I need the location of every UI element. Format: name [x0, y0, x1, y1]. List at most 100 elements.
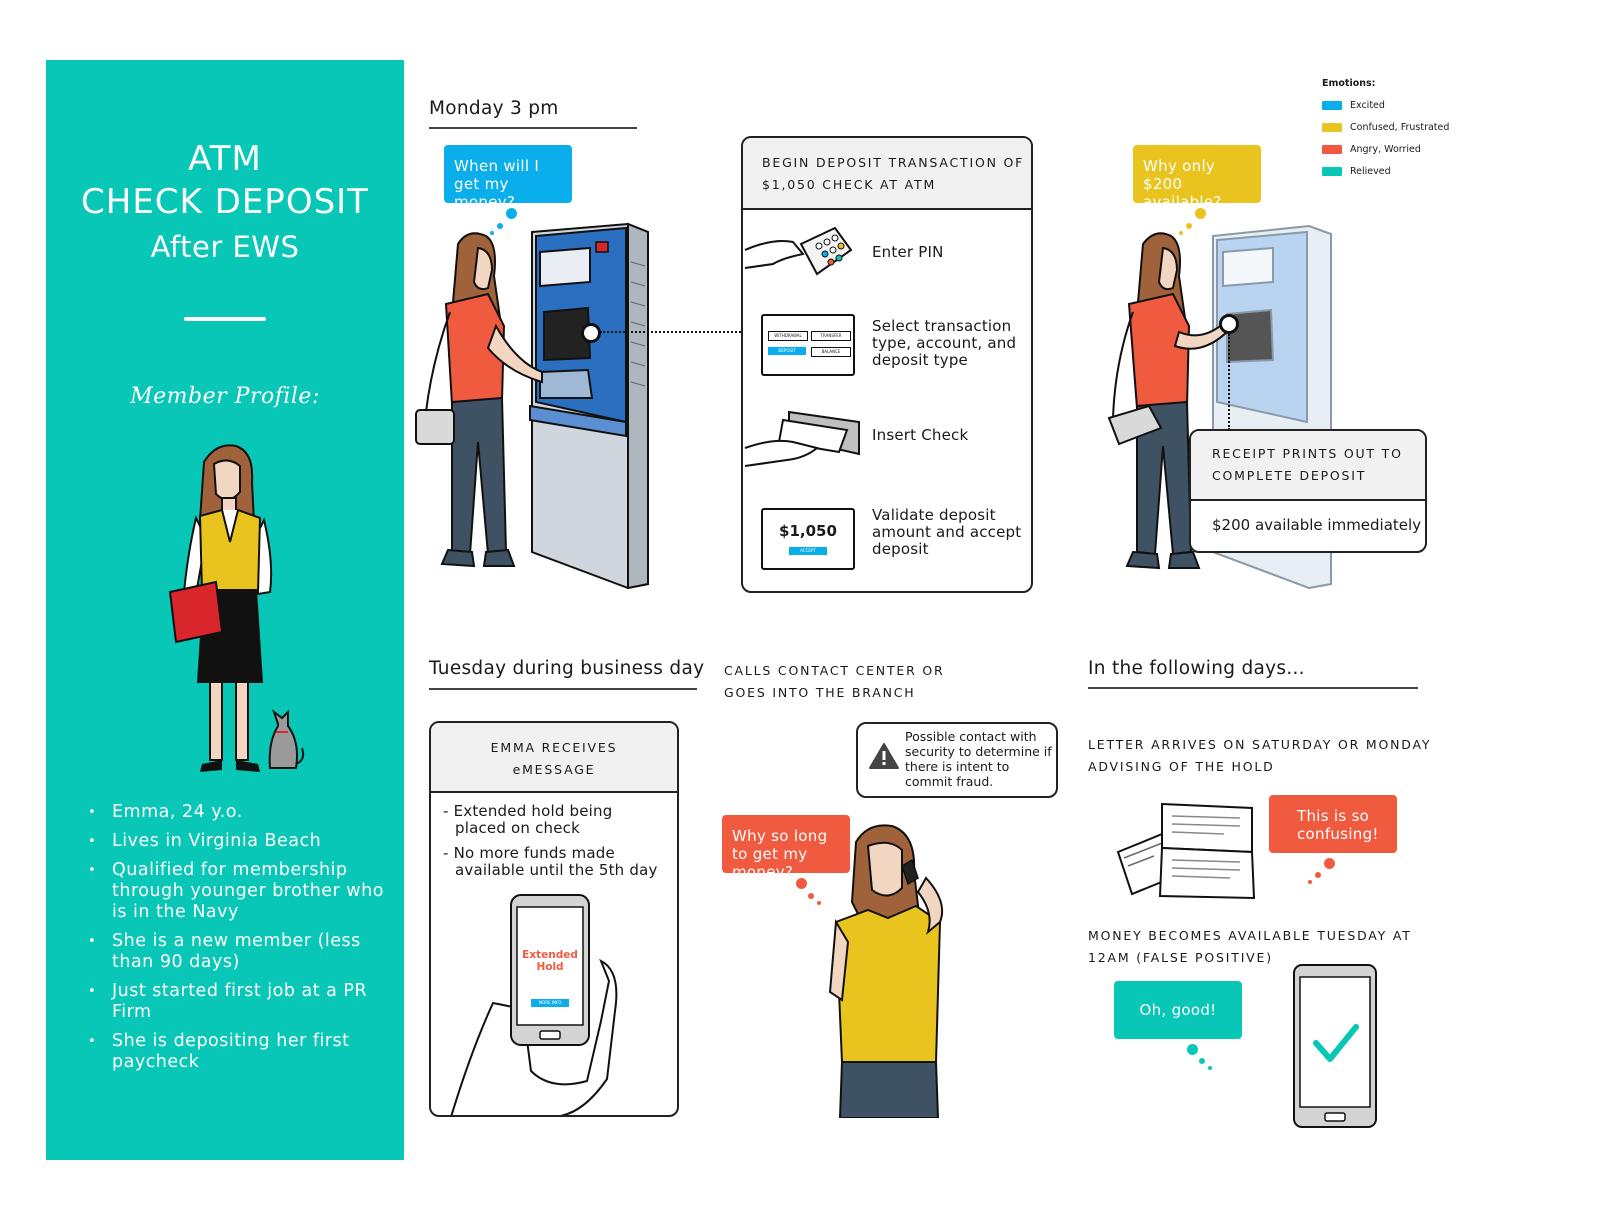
title-line-2: CHECK DEPOSIT [81, 182, 369, 222]
following-days-heading: In the following days... [1088, 658, 1305, 679]
legend-item: Confused, Frustrated [1322, 121, 1449, 133]
receipt-available-amount: $200 available immediately [1212, 516, 1422, 534]
emessage-box-header: EMMA RECEIVES eMESSAGE [431, 723, 677, 793]
deposit-box-title-line1: BEGIN DEPOSIT TRANSACTION OF [762, 155, 1025, 170]
step-insert-check: Insert Check [872, 426, 969, 444]
emma-on-phone-illustration [828, 824, 944, 1118]
profile-item: She is depositing her first paycheck [88, 1031, 388, 1073]
thought-dot [817, 901, 821, 905]
receipt-box: RECEIPT PRINTS OUT TO COMPLETE DEPOSIT $… [1189, 429, 1427, 553]
thought-dot [1195, 208, 1206, 219]
enter-pin-icon [744, 226, 853, 276]
screen-button-balance: BALANCE [811, 347, 851, 357]
legend-item: Angry, Worried [1322, 143, 1449, 155]
emma-at-atm-illustration [415, 222, 649, 590]
money-available-heading: MONEY BECOMES AVAILABLE TUESDAY AT 12AM … [1088, 925, 1412, 969]
profile-item: Qualified for membership through younger… [88, 860, 388, 923]
contact-center-heading: CALLS CONTACT CENTER OR GOES INTO THE BR… [724, 660, 944, 704]
warning-icon [869, 743, 899, 769]
legend-label: Confused, Frustrated [1350, 121, 1450, 133]
emessage-bullet: - No more funds made available until the… [443, 844, 658, 879]
following-heading-rule [1088, 687, 1418, 689]
phone-more-info-button[interactable]: MORE INFO [531, 999, 569, 1007]
emessage-bullet: - Extended hold being placed on check [443, 802, 613, 837]
confused-red-speech-bubble: This is so confusing! [1269, 795, 1397, 853]
validate-amount-screen-icon: $1,050 ACCEPT [761, 508, 855, 570]
thought-dot [796, 878, 807, 889]
page-subtitle: After EWS [150, 230, 300, 264]
receipt-box-header: RECEIPT PRINTS OUT TO COMPLETE DEPOSIT [1191, 431, 1425, 501]
member-profile-panel: ATM CHECK DEPOSIT After EWS Member Profi… [46, 60, 404, 1160]
emessage-bullets: - Extended hold being placed on check - … [431, 793, 665, 879]
profile-heading: Member Profile: [130, 384, 320, 409]
letter-line1: LETTER ARRIVES ON SATURDAY OR MONDAY [1088, 737, 1432, 752]
legend-item: Relieved [1322, 165, 1449, 177]
profile-item: Lives in Virginia Beach [88, 831, 388, 852]
letter-line2: ADVISING OF THE HOLD [1088, 759, 1275, 774]
emma-receipt-illustration [1107, 224, 1332, 590]
fraud-alert-text: Possible contact with security to determ… [905, 729, 1052, 789]
deposit-box-header: BEGIN DEPOSIT TRANSACTION OF $1,050 CHEC… [743, 138, 1031, 210]
screen-button-withdrawal: WITHDRAWAL [768, 331, 808, 341]
tuesday-heading-rule [429, 688, 697, 690]
emessage-box: EMMA RECEIVES eMESSAGE - Extended hold b… [429, 721, 679, 1117]
phone-extended-hold-text: Extended Hold [522, 949, 578, 973]
money-line1: MONEY BECOMES AVAILABLE TUESDAY AT [1088, 928, 1412, 943]
thought-dot [490, 231, 494, 235]
connector-node [1219, 314, 1239, 334]
thought-dot [506, 208, 517, 219]
thought-dot [808, 893, 814, 899]
thought-dot [1187, 1044, 1198, 1055]
letter-envelope-icon [1116, 802, 1256, 900]
relieved-speech-bubble: Oh, good! [1114, 981, 1242, 1039]
thought-dot [1179, 231, 1183, 235]
confused-speech-bubble: Why only $200 available? [1133, 145, 1261, 211]
angry-speech-bubble: Why so long to get my money? [722, 815, 850, 881]
profile-item: Emma, 24 y.o. [88, 802, 388, 823]
contact-heading-line2: GOES INTO THE BRANCH [724, 685, 916, 700]
thought-dot [1315, 872, 1321, 878]
legend-swatch-angry [1322, 144, 1342, 154]
insert-check-icon [744, 410, 860, 467]
connector-node [581, 323, 601, 343]
thought-dot [1208, 1066, 1212, 1070]
legend-title: Emotions: [1322, 78, 1376, 89]
profile-list: Emma, 24 y.o. Lives in Virginia Beach Qu… [88, 802, 388, 1081]
transaction-type-screen-icon: WITHDRAWAL TRANSFER DEPOSIT BALANCE [761, 314, 855, 376]
profile-item: She is a new member (less than 90 days) [88, 931, 388, 973]
fraud-alert-box: Possible contact with security to determ… [856, 722, 1058, 798]
screen-button-deposit: DEPOSIT [768, 347, 806, 355]
step-validate-deposit: Validate deposit amount and accept depos… [872, 506, 1022, 558]
deposit-amount: $1,050 [779, 522, 837, 540]
monday-heading-rule [429, 127, 637, 129]
page-title: ATM CHECK DEPOSIT [46, 138, 404, 224]
emotions-legend: Emotions: Excited Confused, Frustrated A… [1322, 78, 1449, 187]
dotted-connector [1228, 334, 1230, 430]
emma-with-cat-illustration [168, 444, 305, 772]
contact-heading-line1: CALLS CONTACT CENTER OR [724, 663, 945, 678]
phone-checkmark-icon [1293, 964, 1377, 1128]
letter-arrives-heading: LETTER ARRIVES ON SATURDAY OR MONDAY ADV… [1088, 734, 1431, 778]
emessage-title-line2: eMESSAGE [512, 762, 596, 777]
step-select-transaction: Select transaction type, account, and de… [872, 317, 1017, 369]
dotted-connector [600, 331, 741, 333]
legend-swatch-confused [1322, 122, 1342, 132]
emessage-title-line1: EMMA RECEIVES [490, 740, 618, 755]
monday-heading: Monday 3 pm [429, 98, 559, 119]
screen-button-transfer: TRANSFER [811, 331, 851, 341]
title-divider [184, 317, 266, 321]
tuesday-heading: Tuesday during business day [429, 658, 705, 679]
deposit-transaction-box: BEGIN DEPOSIT TRANSACTION OF $1,050 CHEC… [741, 136, 1033, 593]
thought-dot [1308, 880, 1312, 884]
receipt-title-line1: RECEIPT PRINTS OUT TO [1212, 446, 1403, 461]
legend-item: Excited [1322, 99, 1449, 111]
legend-swatch-relieved [1322, 166, 1342, 176]
legend-label: Relieved [1350, 165, 1391, 177]
thought-dot [1324, 858, 1335, 869]
excited-speech-bubble: When will I get my money? [444, 145, 572, 211]
accept-button: ACCEPT [789, 547, 827, 555]
legend-swatch-excited [1322, 100, 1342, 110]
legend-label: Angry, Worried [1350, 143, 1421, 155]
legend-label: Excited [1350, 99, 1385, 111]
receipt-title-line2: COMPLETE DEPOSIT [1212, 468, 1367, 483]
